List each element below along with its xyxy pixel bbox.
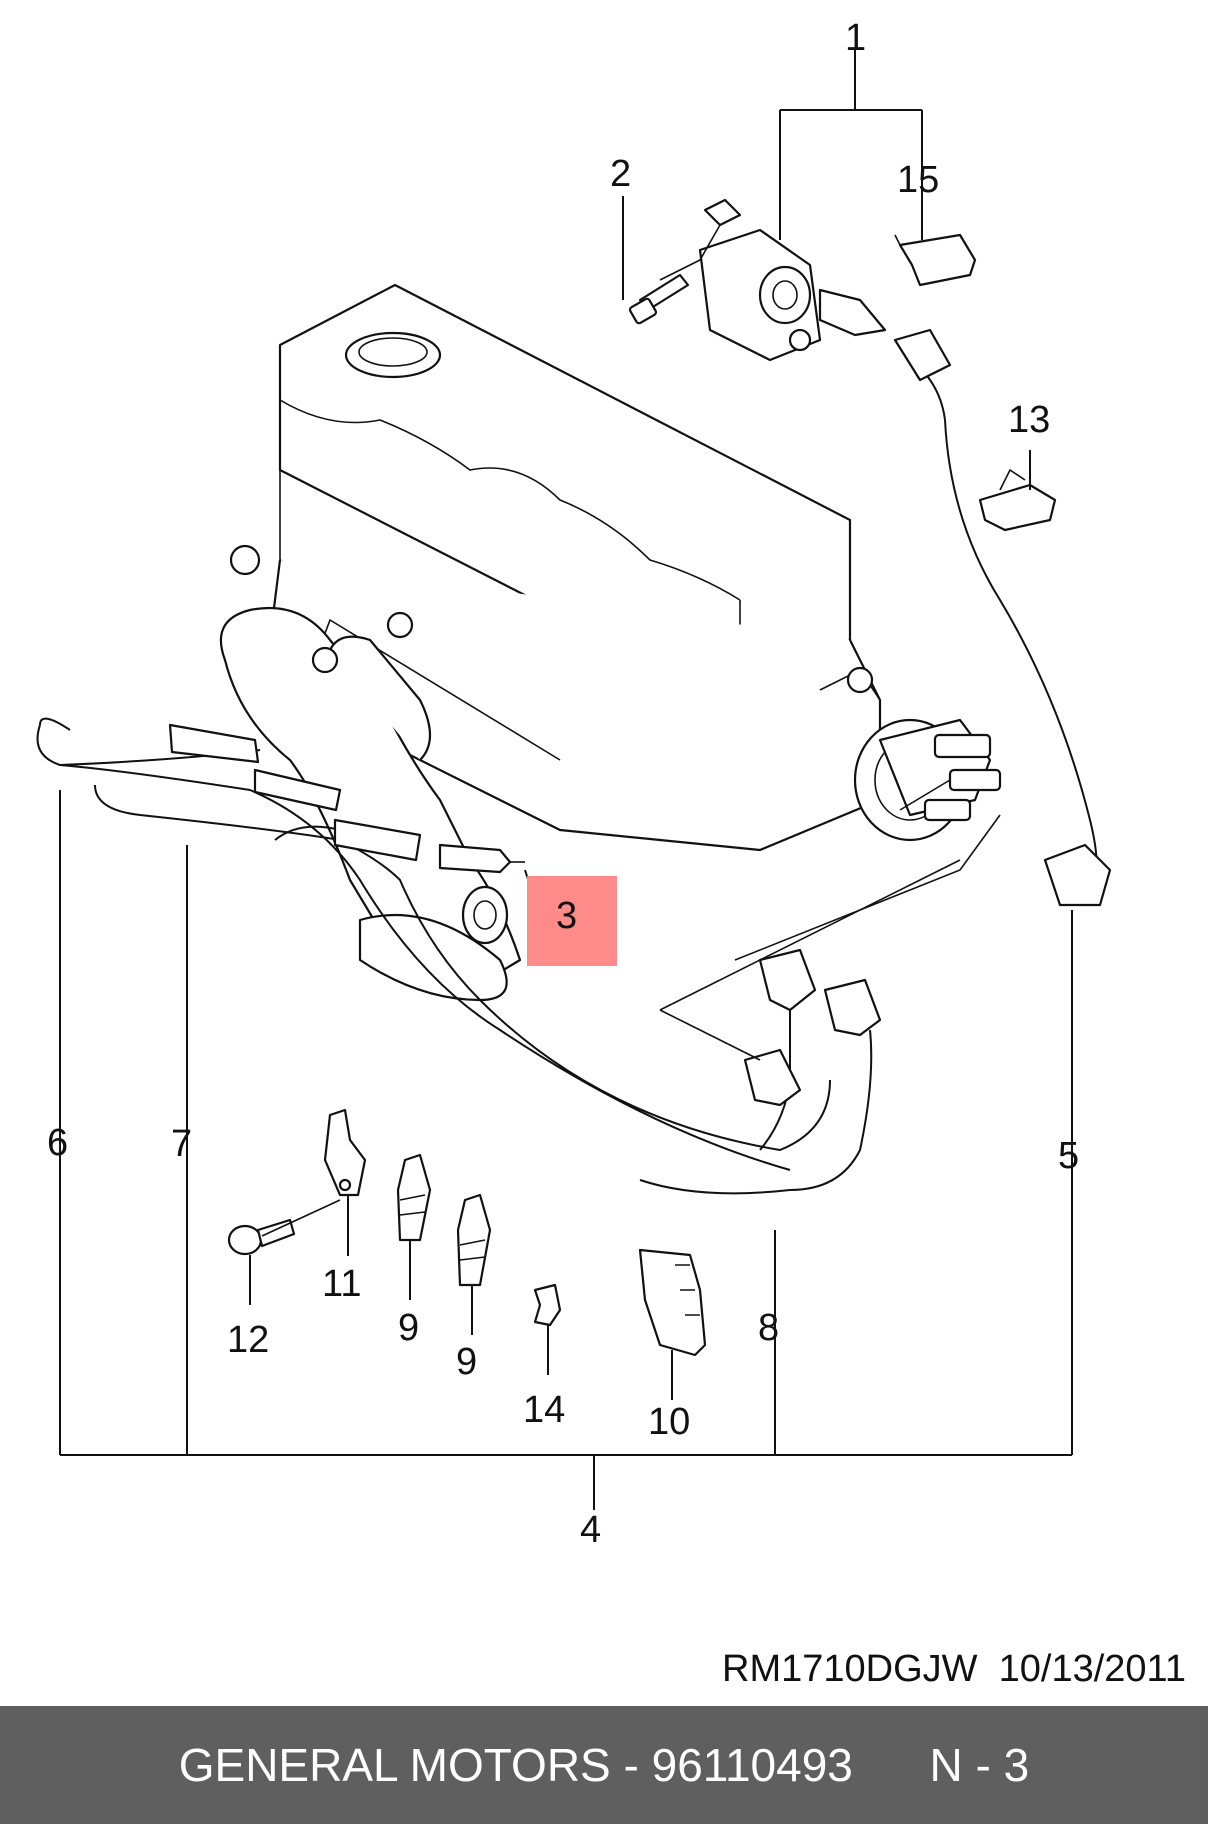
callout-labels: 1 2 15 13 3 6 7 5 11 12 9 9 14 10 8 4 bbox=[47, 17, 1079, 1551]
callout-3: 3 bbox=[556, 895, 577, 937]
clip-part-9a bbox=[396, 1153, 432, 1242]
callout-15: 15 bbox=[897, 159, 939, 201]
clip-part-13 bbox=[978, 468, 1057, 532]
drawing-reference: RM1710DGJW 10/13/2011 bbox=[722, 1648, 1186, 1691]
callout-11: 11 bbox=[322, 1263, 361, 1305]
clip-part-9b bbox=[456, 1193, 492, 1287]
guide-lines bbox=[659, 779, 1001, 1061]
parts-diagram: 1 2 15 13 3 6 7 5 11 12 9 9 14 10 8 4 bbox=[36, 17, 1112, 1551]
footer-gap bbox=[853, 1738, 930, 1792]
highlight-box bbox=[527, 876, 617, 966]
callout-9b: 9 bbox=[456, 1341, 477, 1383]
engine-illustration bbox=[219, 283, 1002, 1002]
ignition-wires bbox=[36, 328, 1112, 1195]
connector-part-15 bbox=[894, 233, 977, 287]
callout-1: 1 bbox=[845, 17, 866, 59]
callout-14: 14 bbox=[523, 1389, 565, 1431]
footer-part-number: 96110493 bbox=[651, 1739, 853, 1791]
bolt-part-2 bbox=[628, 273, 690, 325]
callout-12: 12 bbox=[227, 1319, 269, 1361]
footer-bar: GENERAL MOTORS - 96110493 N - 3 bbox=[0, 1706, 1208, 1824]
footer-page: N - 3 bbox=[929, 1739, 1030, 1791]
callout-4: 4 bbox=[580, 1509, 601, 1551]
callout-10: 10 bbox=[648, 1401, 690, 1443]
bolt-part-12 bbox=[227, 1199, 341, 1256]
ignition-coil bbox=[659, 198, 887, 362]
clip-part-14 bbox=[533, 1283, 562, 1327]
callout-13: 13 bbox=[1008, 399, 1050, 441]
footer-brand: GENERAL MOTORS bbox=[178, 1739, 611, 1791]
bracket-part-11 bbox=[323, 1108, 367, 1197]
callout-2: 2 bbox=[610, 153, 631, 195]
callout-7: 7 bbox=[171, 1123, 192, 1165]
footer-separator: - bbox=[610, 1739, 652, 1791]
callout-5: 5 bbox=[1058, 1135, 1079, 1177]
reference-code: RM1710DGJW bbox=[722, 1648, 978, 1690]
reference-date: 10/13/2011 bbox=[998, 1648, 1186, 1690]
callout-9a: 9 bbox=[398, 1307, 419, 1349]
bracket-part-10 bbox=[638, 1248, 707, 1357]
callout-8: 8 bbox=[758, 1307, 779, 1349]
leader-lines bbox=[59, 50, 1073, 1510]
callout-6: 6 bbox=[47, 1122, 68, 1164]
